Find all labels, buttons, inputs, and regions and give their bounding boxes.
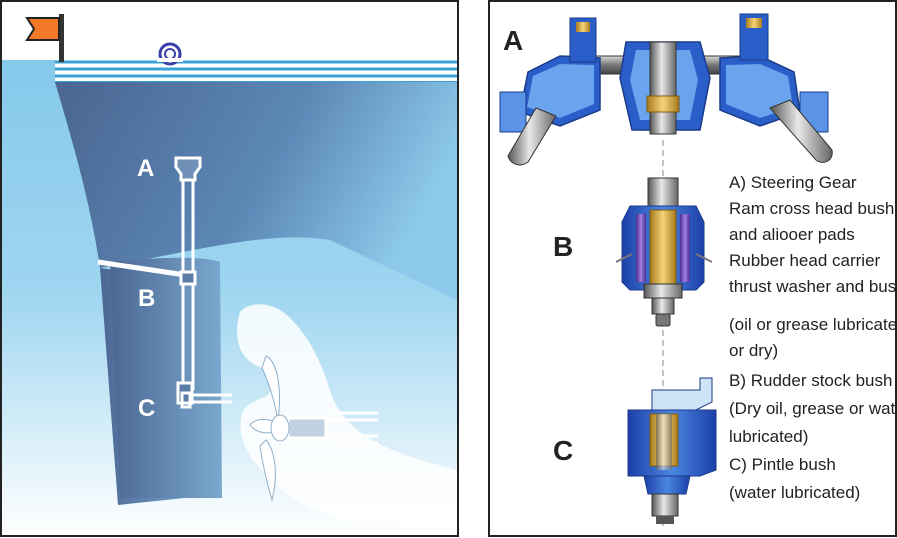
- left-panel: A B C: [0, 0, 459, 537]
- description-line: A) Steering Gear: [729, 173, 857, 192]
- right-label-a: A: [503, 25, 523, 56]
- left-label-c: C: [138, 395, 155, 422]
- deck: [55, 60, 457, 83]
- left-label-a: A: [137, 155, 154, 182]
- description-line: (Dry oil, grease or water: [729, 399, 897, 418]
- right-panel: A B C A) Steering Gear Ram cross head bu…: [488, 0, 897, 537]
- steering-gear-illustration: [499, 13, 833, 166]
- hull-separation-line: [97, 259, 193, 279]
- propeller-shaft: [286, 411, 378, 445]
- description-line: Ram cross head bushes: [729, 199, 897, 218]
- description-line: and aliooer pads: [729, 225, 855, 244]
- description-line: C) Pintle bush: [729, 455, 836, 474]
- right-label-c: C: [553, 435, 573, 466]
- stern-aperture: [236, 304, 457, 526]
- right-label-b: B: [553, 231, 573, 262]
- pintle-bush-illustration: [627, 377, 717, 524]
- rudder-block: [110, 257, 222, 498]
- sky: [2, 2, 457, 60]
- rudder-stock-bush-illustration: [615, 177, 713, 327]
- description-line: lubricated): [729, 427, 808, 446]
- description-line: or dry): [729, 341, 778, 360]
- description-line: (oil or grease lubricated: [729, 315, 897, 334]
- description-line: Rubber head carrier: [729, 251, 881, 270]
- left-label-b: B: [138, 285, 155, 312]
- description-line: thrust washer and bush: [729, 277, 897, 296]
- hull: [55, 82, 457, 300]
- rudder-stock: [174, 156, 232, 409]
- flag-icon: [25, 14, 64, 62]
- lifebuoy-icon: [157, 42, 183, 66]
- description-block: A) Steering Gear Ram cross head bushes a…: [729, 173, 897, 502]
- propeller-icon: [249, 355, 290, 502]
- description-line: (water lubricated): [729, 483, 860, 502]
- description-line: B) Rudder stock bush: [729, 371, 892, 390]
